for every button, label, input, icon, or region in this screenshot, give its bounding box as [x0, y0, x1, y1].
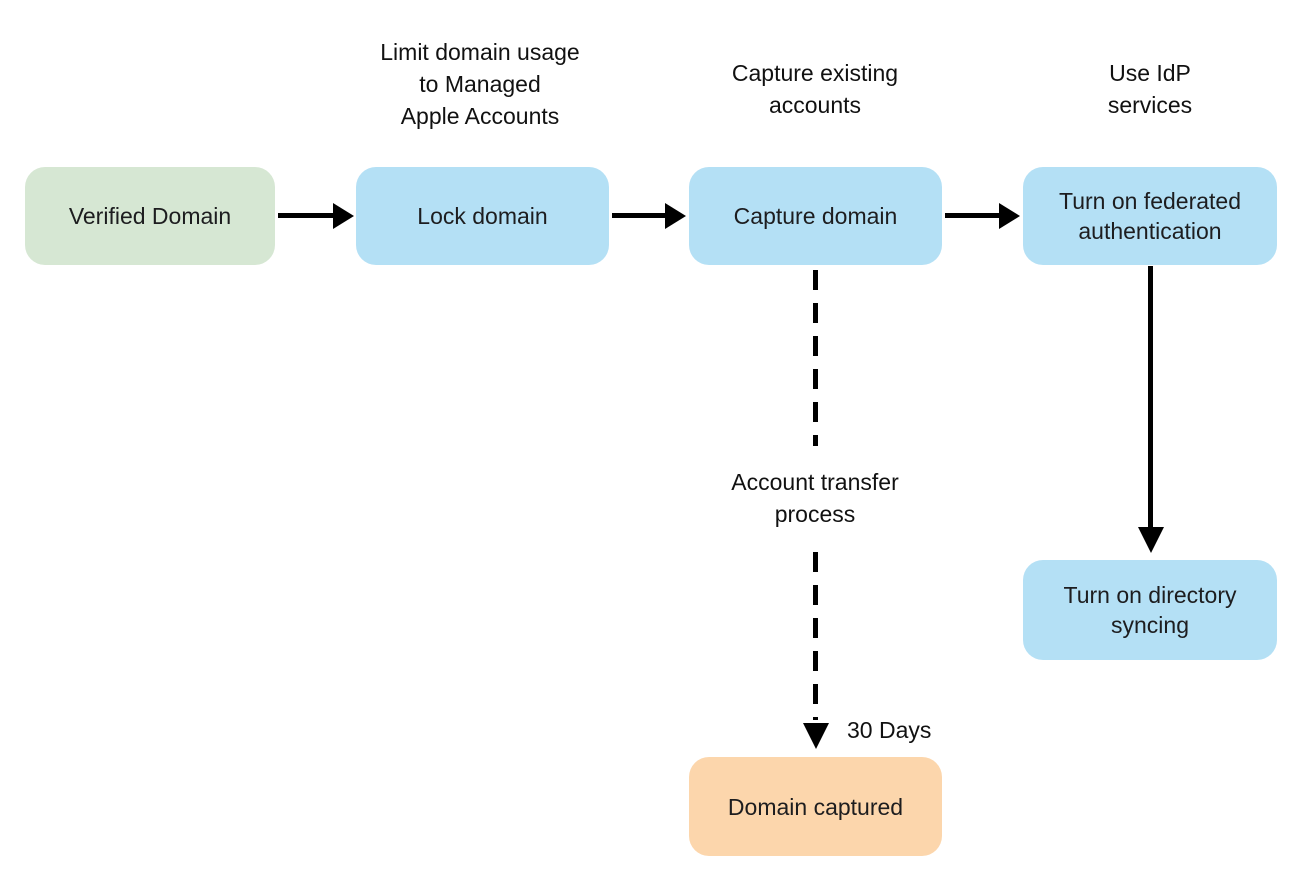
arrow-right-icon: [999, 203, 1020, 229]
dashed-line: [813, 270, 818, 446]
node-capture-domain: Capture domain: [689, 167, 942, 265]
arrow-down-icon: [1138, 527, 1164, 553]
node-directory-syncing: Turn on directory syncing: [1023, 560, 1277, 660]
node-federated-authentication: Turn on federated authentication: [1023, 167, 1277, 265]
lock-domain-note: Limit domain usage to Managed Apple Acco…: [380, 39, 580, 129]
account-transfer-note: Account transfer process: [731, 469, 899, 527]
thirty-days-note: 30 Days: [847, 717, 932, 743]
dashed-line: [813, 552, 818, 720]
capture-domain-note: Capture existing accounts: [731, 60, 899, 118]
arrow-right-icon: [665, 203, 686, 229]
arrow-down-icon: [803, 723, 829, 749]
arrow-line: [1148, 266, 1153, 528]
node-lock-domain: Lock domain: [356, 167, 609, 265]
arrow-line: [278, 213, 334, 218]
node-domain-captured: Domain captured: [689, 757, 942, 856]
arrow-line: [612, 213, 666, 218]
arrow-line: [945, 213, 1000, 218]
arrow-right-icon: [333, 203, 354, 229]
node-verified-domain: Verified Domain: [25, 167, 275, 265]
idp-services-note: Use IdP services: [1107, 60, 1193, 118]
